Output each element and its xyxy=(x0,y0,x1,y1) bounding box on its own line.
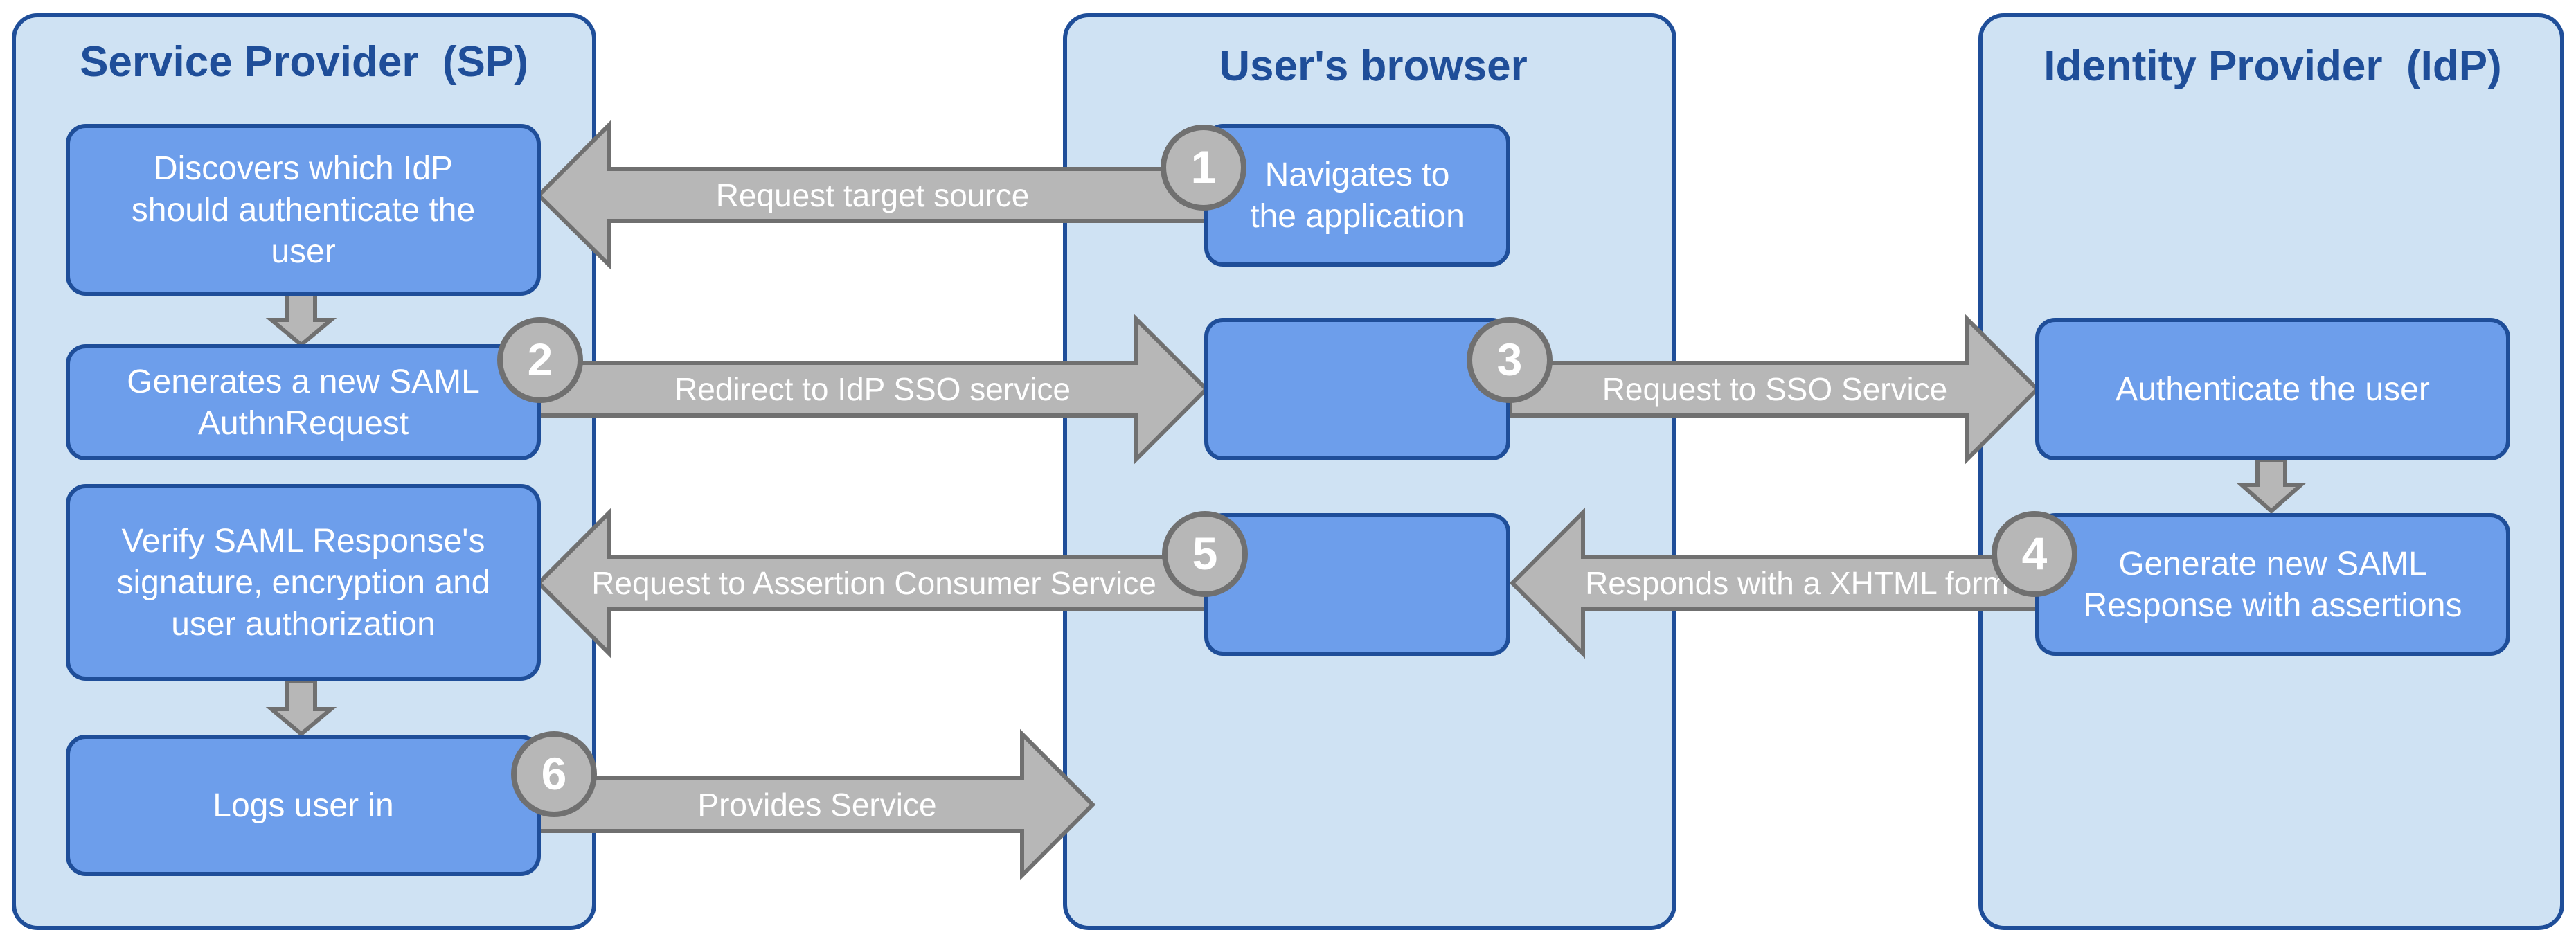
box-sp-logs-user-in: Logs user in xyxy=(66,735,541,876)
box-sp-login-text: Logs user in xyxy=(213,787,394,824)
arrow-5-label: Request to Assertion Consumer Service xyxy=(591,565,1156,601)
box-sp-generates-request: Generates a new SAML AuthnRequest xyxy=(66,344,541,460)
box-text-line: user xyxy=(271,233,335,270)
box-sp-verify-text: Verify SAML Response's signature, encrypt… xyxy=(116,523,490,643)
box-sp-verify-rect xyxy=(66,484,541,681)
arrow-responds-with-form: Responds with a XHTML form xyxy=(1509,507,2039,659)
box-idp-auth-text: Authenticate the user xyxy=(2116,371,2430,408)
step-badge-4: 4 xyxy=(1992,511,2077,597)
box-sp-discovers-idp: Discovers which IdP should authenticate t… xyxy=(66,124,541,296)
arrow-1-label: Request target source xyxy=(716,177,1030,213)
box-browser-navigate-text: Navigates to the application xyxy=(1250,156,1465,235)
box-text-line: Logs user in xyxy=(213,787,394,824)
arrow-2-shape xyxy=(537,313,1210,465)
arrow-3-label: Request to SSO Service xyxy=(1602,371,1948,407)
box-browser-post-rect xyxy=(1204,513,1510,656)
box-idp-response-text: Generate new SAML Response with assertion… xyxy=(2084,546,2462,624)
box-text-line: AuthnRequest xyxy=(198,405,409,442)
lane-browser-title: User's browser xyxy=(1219,42,1528,90)
box-text-line: Response with assertions xyxy=(2084,587,2462,624)
down-arrow-sp-1 xyxy=(265,292,337,348)
box-idp-response-rect xyxy=(2035,513,2510,656)
box-idp-auth-rect xyxy=(2035,318,2510,460)
arrow-6-label: Provides Service xyxy=(697,787,936,823)
step-badge-6-circle xyxy=(511,731,597,817)
box-text-line: Authenticate the user xyxy=(2116,371,2430,408)
step-badge-5-circle xyxy=(1162,511,1248,597)
step-badge-2: 2 xyxy=(497,317,583,403)
box-sp-discover-rect xyxy=(66,124,541,296)
box-text-line: user authorization xyxy=(171,606,436,643)
step-badge-5: 5 xyxy=(1162,511,1248,597)
box-idp-authenticate: Authenticate the user xyxy=(2035,318,2510,460)
step-badge-2-circle xyxy=(497,317,583,403)
box-browser-post xyxy=(1204,513,1510,656)
lane-idp-title: Identity Provider (IdP) xyxy=(2043,42,2501,90)
down-arrow-sp-2 xyxy=(265,679,337,737)
arrow-6-shape xyxy=(537,728,1096,881)
step-badge-4-circle xyxy=(1992,511,2077,597)
lane-sp-title: Service Provider (SP) xyxy=(80,38,528,86)
down-arrow-idp xyxy=(2236,458,2307,515)
box-browser-navigates: Navigates to the application xyxy=(1204,124,1510,267)
step-badge-5-number: 5 xyxy=(1192,528,1218,579)
arrow-request-to-sso: Request to SSO Service xyxy=(1508,313,2041,465)
box-sp-verify-response: Verify SAML Response's signature, encrypt… xyxy=(66,484,541,681)
box-text-line: Generates a new SAML xyxy=(127,364,480,400)
box-text-line: Generate new SAML xyxy=(2118,546,2427,582)
step-badge-3-circle xyxy=(1467,317,1553,403)
arrow-request-target-source: Request target source xyxy=(535,119,1209,271)
arrow-1-shape xyxy=(535,119,1209,271)
step-badge-3: 3 xyxy=(1467,317,1553,403)
box-browser-navigate-rect xyxy=(1204,124,1510,267)
arrow-request-to-acs: Request to Assertion Consumer Service xyxy=(535,507,1209,659)
step-badge-4-number: 4 xyxy=(2022,528,2048,579)
step-badge-3-number: 3 xyxy=(1497,334,1523,385)
box-sp-discover-text: Discovers which IdP should authenticate t… xyxy=(132,150,475,270)
arrow-4-label: Responds with a XHTML form xyxy=(1585,565,2009,601)
box-text-line: Discovers which IdP xyxy=(154,150,453,187)
arrow-5-shape xyxy=(535,507,1209,659)
step-badge-1-number: 1 xyxy=(1191,141,1217,193)
step-badge-2-number: 2 xyxy=(528,334,553,385)
box-browser-redirect-rect xyxy=(1204,318,1510,460)
arrow-4-shape xyxy=(1509,507,2039,659)
box-text-line: Verify SAML Response's xyxy=(122,523,485,560)
box-text-line: the application xyxy=(1250,198,1465,235)
box-sp-generate-text: Generates a new SAML AuthnRequest xyxy=(127,364,480,442)
step-badge-1: 1 xyxy=(1161,125,1246,211)
arrow-2-label: Redirect to IdP SSO service xyxy=(674,371,1071,407)
box-browser-redirect xyxy=(1204,318,1510,460)
step-badge-1-circle xyxy=(1161,125,1246,211)
box-text-line: Navigates to xyxy=(1265,156,1450,193)
arrow-redirect-to-idp: Redirect to IdP SSO service xyxy=(537,313,1210,465)
box-text-line: should authenticate the xyxy=(132,192,475,229)
arrow-provides-service: Provides Service xyxy=(537,728,1096,881)
box-text-line: signature, encryption and xyxy=(116,564,490,601)
step-badge-6: 6 xyxy=(511,731,597,817)
box-idp-generate-response: Generate new SAML Response with assertion… xyxy=(2035,513,2510,656)
arrow-3-shape xyxy=(1508,313,2041,465)
step-badge-6-number: 6 xyxy=(542,748,567,799)
